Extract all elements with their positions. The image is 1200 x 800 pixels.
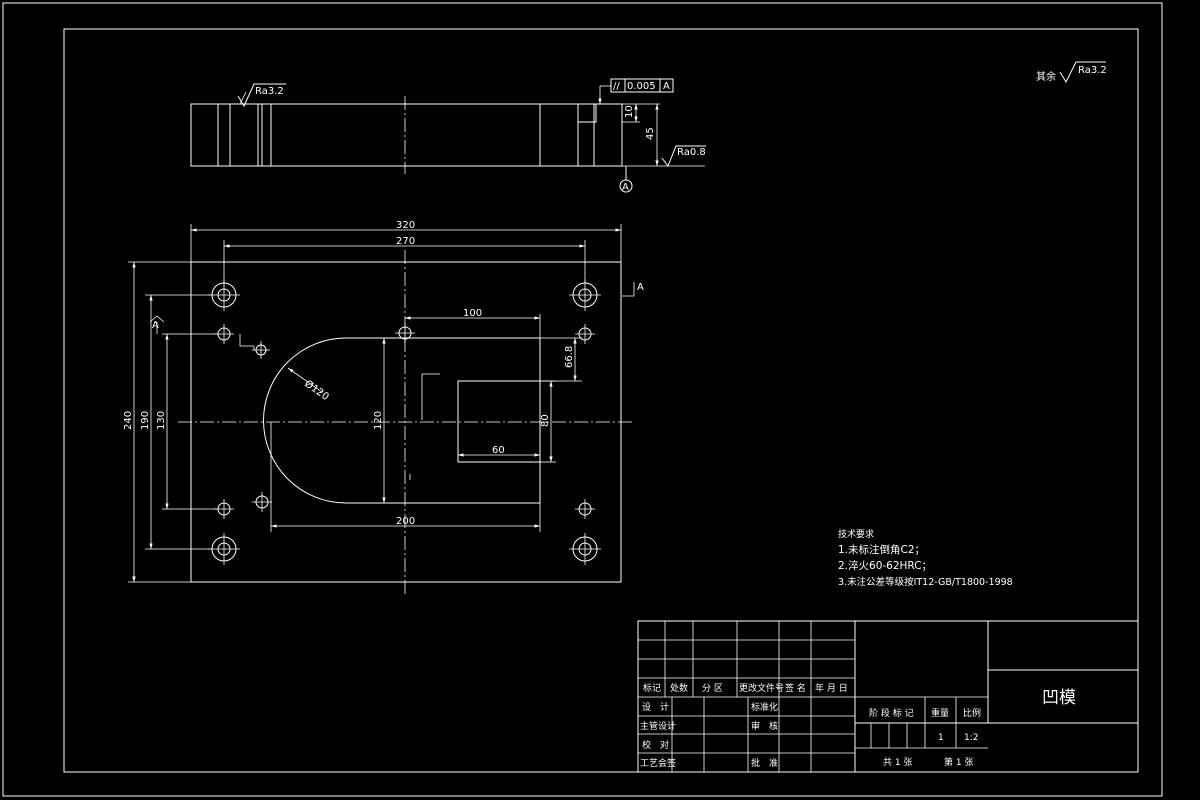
header-change-doc: 更改文件号 bbox=[739, 682, 784, 694]
inner-cutout bbox=[457, 380, 541, 463]
dim-80: 80 bbox=[540, 414, 551, 427]
roughness-prefix: 其余 bbox=[1036, 70, 1056, 83]
tech-item-3: 3.未注公差等级按IT12-GB/T1800-1998 bbox=[838, 576, 1013, 588]
dim-diameter-120: Ø120 bbox=[302, 378, 331, 403]
die-cavity bbox=[263, 337, 541, 504]
section-hatch-left bbox=[190, 103, 272, 167]
pin-hole-br bbox=[575, 499, 595, 519]
screw-hole-tr bbox=[569, 279, 601, 311]
sheets-total: 共 1 张 bbox=[883, 757, 912, 768]
part-name: 凹模 bbox=[1042, 688, 1076, 708]
dim-120: 120 bbox=[373, 411, 384, 430]
roughness-symbol-icon bbox=[1059, 61, 1106, 84]
dim-200: 200 bbox=[396, 516, 415, 527]
tech-item-1: 1.未标注倒角C2； bbox=[838, 543, 925, 556]
sheet-number: 第 1 张 bbox=[944, 756, 973, 768]
section-hatch-right bbox=[539, 103, 623, 167]
label-weight: 重量 bbox=[931, 707, 949, 719]
tolerance-frame: // 0.005 A bbox=[598, 78, 674, 104]
section-view: Ra3.2 // 0.005 A 10 45 Ra0.8 A bbox=[190, 78, 706, 193]
header-zone: 分 区 bbox=[702, 683, 723, 694]
label-stage-mark: 阶 段 标 记 bbox=[869, 707, 914, 719]
roughness-right: Ra0.8 bbox=[677, 147, 706, 158]
default-roughness: 其余 Ra3.2 bbox=[1036, 61, 1107, 84]
pin-hole-tr bbox=[575, 324, 595, 344]
label-process: 工艺会签 bbox=[640, 757, 676, 769]
inner-frame bbox=[63, 28, 1139, 773]
header-mark: 标记 bbox=[643, 682, 661, 694]
header-signature: 签 名 bbox=[785, 682, 806, 694]
label-review: 审 核 bbox=[751, 720, 778, 732]
dim-100: 100 bbox=[463, 308, 482, 319]
section-mark-right: A bbox=[637, 282, 644, 293]
label-approve: 批 准 bbox=[751, 757, 778, 769]
datum-label: A bbox=[622, 182, 629, 193]
roughness-left-icon bbox=[237, 83, 286, 108]
scale-value: 1:2 bbox=[964, 733, 978, 743]
title-block: 标记 处数 分 区 更改文件号 签 名 年 月 日 设 计 标准化 主管设计 审… bbox=[637, 620, 1139, 773]
tolerance-value: 0.005 bbox=[627, 81, 656, 92]
dim-10: 10 bbox=[624, 105, 635, 118]
dim-60: 60 bbox=[492, 445, 505, 456]
dim-320: 320 bbox=[396, 220, 415, 231]
roughness-left: Ra3.2 bbox=[255, 86, 284, 97]
tech-item-2: 2.淬火60-62HRC； bbox=[838, 559, 932, 572]
pin-hole-center bbox=[395, 323, 415, 343]
tolerance-datum-ref: A bbox=[663, 81, 670, 92]
tech-heading: 技术要求 bbox=[838, 528, 874, 540]
header-date: 年 月 日 bbox=[815, 682, 848, 694]
label-check: 校 对 bbox=[642, 739, 669, 751]
screw-hole-tl bbox=[208, 279, 240, 311]
pin-hole-low-left bbox=[252, 492, 272, 512]
roughness-right-icon bbox=[661, 145, 706, 168]
pin-hole-mid-left bbox=[252, 341, 270, 359]
tolerance-symbol: // bbox=[613, 81, 620, 92]
dim-240: 240 bbox=[123, 411, 134, 430]
datum-circle-icon bbox=[619, 179, 633, 193]
dim-45: 45 bbox=[645, 127, 656, 140]
dim-66-8: 66.8 bbox=[564, 346, 575, 368]
outer-frame bbox=[2, 2, 1163, 797]
dim-190: 190 bbox=[140, 411, 151, 430]
section-mark-left: A bbox=[152, 320, 159, 331]
label-scale: 比例 bbox=[963, 707, 981, 719]
roughness-default-value: Ra3.2 bbox=[1078, 65, 1107, 76]
label-chief-design: 主管设计 bbox=[640, 720, 676, 732]
label-standardize: 标准化 bbox=[751, 701, 778, 713]
screw-hole-br bbox=[569, 533, 601, 565]
label-design: 设 计 bbox=[642, 701, 669, 713]
tech-requirements: 技术要求 1.未标注倒角C2； 2.淬火60-62HRC； 3.未注公差等级按I… bbox=[838, 528, 1013, 588]
dim-270: 270 bbox=[396, 236, 415, 247]
quantity-value: 1 bbox=[938, 733, 944, 743]
header-count: 处数 bbox=[670, 682, 688, 694]
plan-view: 320 270 240 190 130 A A 100 66. bbox=[123, 220, 644, 596]
screw-hole-bl bbox=[208, 533, 240, 565]
dim-130: 130 bbox=[156, 411, 167, 430]
